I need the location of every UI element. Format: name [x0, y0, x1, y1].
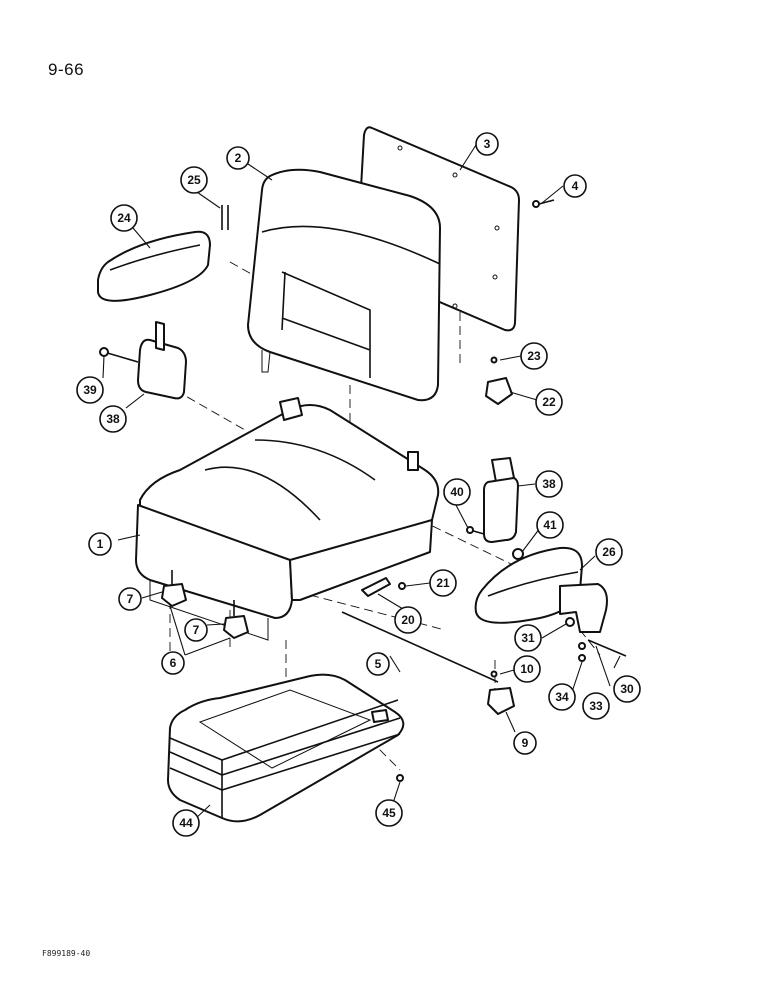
- svg-text:31: 31: [521, 631, 535, 645]
- callout-31: 31: [514, 624, 542, 652]
- callout-24: 24: [110, 204, 138, 232]
- callout-34: 34: [548, 683, 576, 711]
- callout-7-upper: 7: [118, 587, 142, 611]
- svg-text:4: 4: [572, 179, 579, 193]
- svg-text:24: 24: [117, 211, 131, 225]
- callout-10: 10: [513, 655, 541, 683]
- back-panel-screw: [532, 199, 555, 208]
- callout-9: 9: [513, 731, 537, 755]
- callout-44: 44: [172, 809, 200, 837]
- adjust-rod-and-knob: [341, 611, 515, 715]
- callout-7-lower: 7: [184, 618, 208, 642]
- callout-21: 21: [429, 569, 457, 597]
- callout-1: 1: [88, 532, 112, 556]
- callout-30: 30: [613, 675, 641, 703]
- callout-45: 45: [375, 799, 403, 827]
- callout-38-left: 38: [99, 405, 127, 433]
- svg-text:1: 1: [97, 537, 104, 551]
- svg-text:9: 9: [522, 736, 529, 750]
- seat-adjust-knobs: [161, 570, 249, 639]
- slide-bracket: [361, 577, 406, 597]
- svg-text:23: 23: [527, 349, 541, 363]
- svg-text:3: 3: [484, 137, 491, 151]
- svg-text:5: 5: [375, 657, 382, 671]
- svg-text:26: 26: [602, 545, 616, 559]
- callout-25: 25: [180, 166, 208, 194]
- seat-suspension-bellows: [167, 673, 405, 823]
- right-armrest: [474, 546, 627, 662]
- figure-code: F899189-40: [42, 949, 91, 958]
- callout-39: 39: [76, 376, 104, 404]
- callout-6: 6: [161, 651, 185, 675]
- left-seat-belt-retractor: [99, 321, 187, 400]
- svg-text:6: 6: [170, 656, 177, 670]
- callout-4: 4: [563, 174, 587, 198]
- svg-text:40: 40: [450, 485, 464, 499]
- svg-text:44: 44: [179, 816, 193, 830]
- svg-text:38: 38: [106, 412, 120, 426]
- callout-5: 5: [366, 652, 390, 676]
- callout-40: 40: [443, 478, 471, 506]
- back-adjust-knob: [485, 356, 513, 405]
- svg-text:30: 30: [620, 682, 634, 696]
- svg-text:34: 34: [555, 690, 569, 704]
- callout-23: 23: [520, 342, 548, 370]
- callout-26: 26: [595, 538, 623, 566]
- page-number: 9-66: [48, 60, 85, 79]
- svg-text:10: 10: [520, 662, 534, 676]
- svg-text:7: 7: [193, 623, 200, 637]
- left-armrest: [97, 205, 229, 302]
- seat-back-cushion: [247, 168, 441, 402]
- svg-text:38: 38: [542, 477, 556, 491]
- callout-3: 3: [475, 132, 499, 156]
- svg-text:22: 22: [542, 395, 556, 409]
- svg-text:39: 39: [83, 383, 97, 397]
- svg-text:25: 25: [187, 173, 201, 187]
- seat-cushion: [135, 397, 440, 641]
- svg-text:21: 21: [436, 576, 450, 590]
- callout-22: 22: [535, 388, 563, 416]
- svg-text:33: 33: [589, 699, 603, 713]
- callout-2: 2: [226, 146, 250, 170]
- right-seat-belt-buckle: [466, 457, 524, 560]
- svg-text:20: 20: [401, 613, 415, 627]
- svg-text:7: 7: [127, 592, 134, 606]
- svg-text:2: 2: [235, 151, 242, 165]
- callout-20: 20: [394, 606, 422, 634]
- svg-text:45: 45: [382, 806, 396, 820]
- callout-33: 33: [582, 692, 610, 720]
- callout-41: 41: [536, 511, 564, 539]
- callout-38-right: 38: [535, 470, 563, 498]
- svg-text:41: 41: [543, 518, 557, 532]
